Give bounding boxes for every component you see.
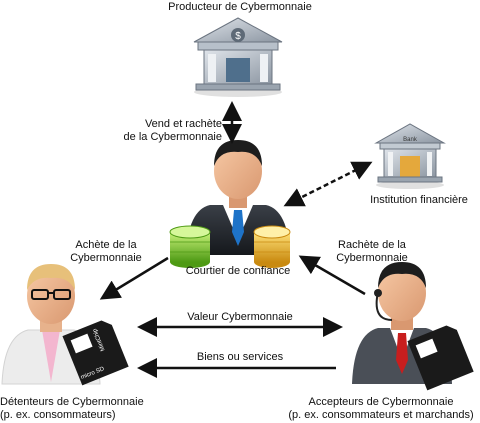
- broker-financial-arrow: [283, 161, 373, 207]
- financial-institution-label: Institution financière: [370, 194, 468, 206]
- redeem-label-line2: Cybermonnaie: [336, 252, 408, 264]
- buy-label-line1: Achète de la: [75, 239, 137, 251]
- producer-broker-label-line2: de la Cybermonnaie: [123, 131, 222, 143]
- producer-broker-label-line1: Vend et rachète: [144, 118, 222, 130]
- goods-label: Biens ou services: [196, 351, 284, 363]
- svg-text:$: $: [235, 31, 241, 42]
- holders-label-line2: (p. ex. consommateurs): [0, 409, 116, 421]
- acceptors-label-line2: (p. ex. consommateurs et marchands): [288, 409, 474, 421]
- broker-label: Courtier de confiance: [185, 265, 291, 277]
- gold-coins-icon: [253, 225, 291, 268]
- buy-label-line2: Cybermonnaie: [70, 252, 142, 264]
- bank-sign: Bank: [403, 137, 418, 143]
- green-coins-icon: [169, 225, 211, 268]
- producer-bank-icon: $: [193, 17, 283, 97]
- value-label: Valeur Cybermonnaie: [187, 311, 293, 323]
- redeem-arrow: [298, 255, 366, 296]
- holder-microsd-card-icon: MintChip micro SD: [62, 320, 129, 386]
- producer-broker-label: Vend et rachète de la Cybermonnaie: [118, 118, 222, 144]
- holders-label-line1: Détenteurs de Cybermonnaie: [0, 396, 144, 408]
- acceptors-label-line1: Accepteurs de Cybermonnaie: [308, 396, 454, 408]
- financial-institution-icon: Bank: [374, 123, 446, 189]
- redeem-label-line1: Rachète de la: [338, 239, 406, 251]
- holders-label: Détenteurs de Cybermonnaie (p. ex. conso…: [0, 396, 148, 422]
- acceptor-microsd-card-icon: [407, 325, 474, 391]
- acceptors-label: Accepteurs de Cybermonnaie (p. ex. conso…: [284, 396, 478, 422]
- buy-arrow: [99, 256, 169, 300]
- producer-label: Producteur de Cybermonnaie: [168, 1, 312, 13]
- redeem-label: Rachète de la Cybermonnaie: [322, 239, 422, 265]
- buy-label: Achète de la Cybermonnaie: [56, 239, 156, 265]
